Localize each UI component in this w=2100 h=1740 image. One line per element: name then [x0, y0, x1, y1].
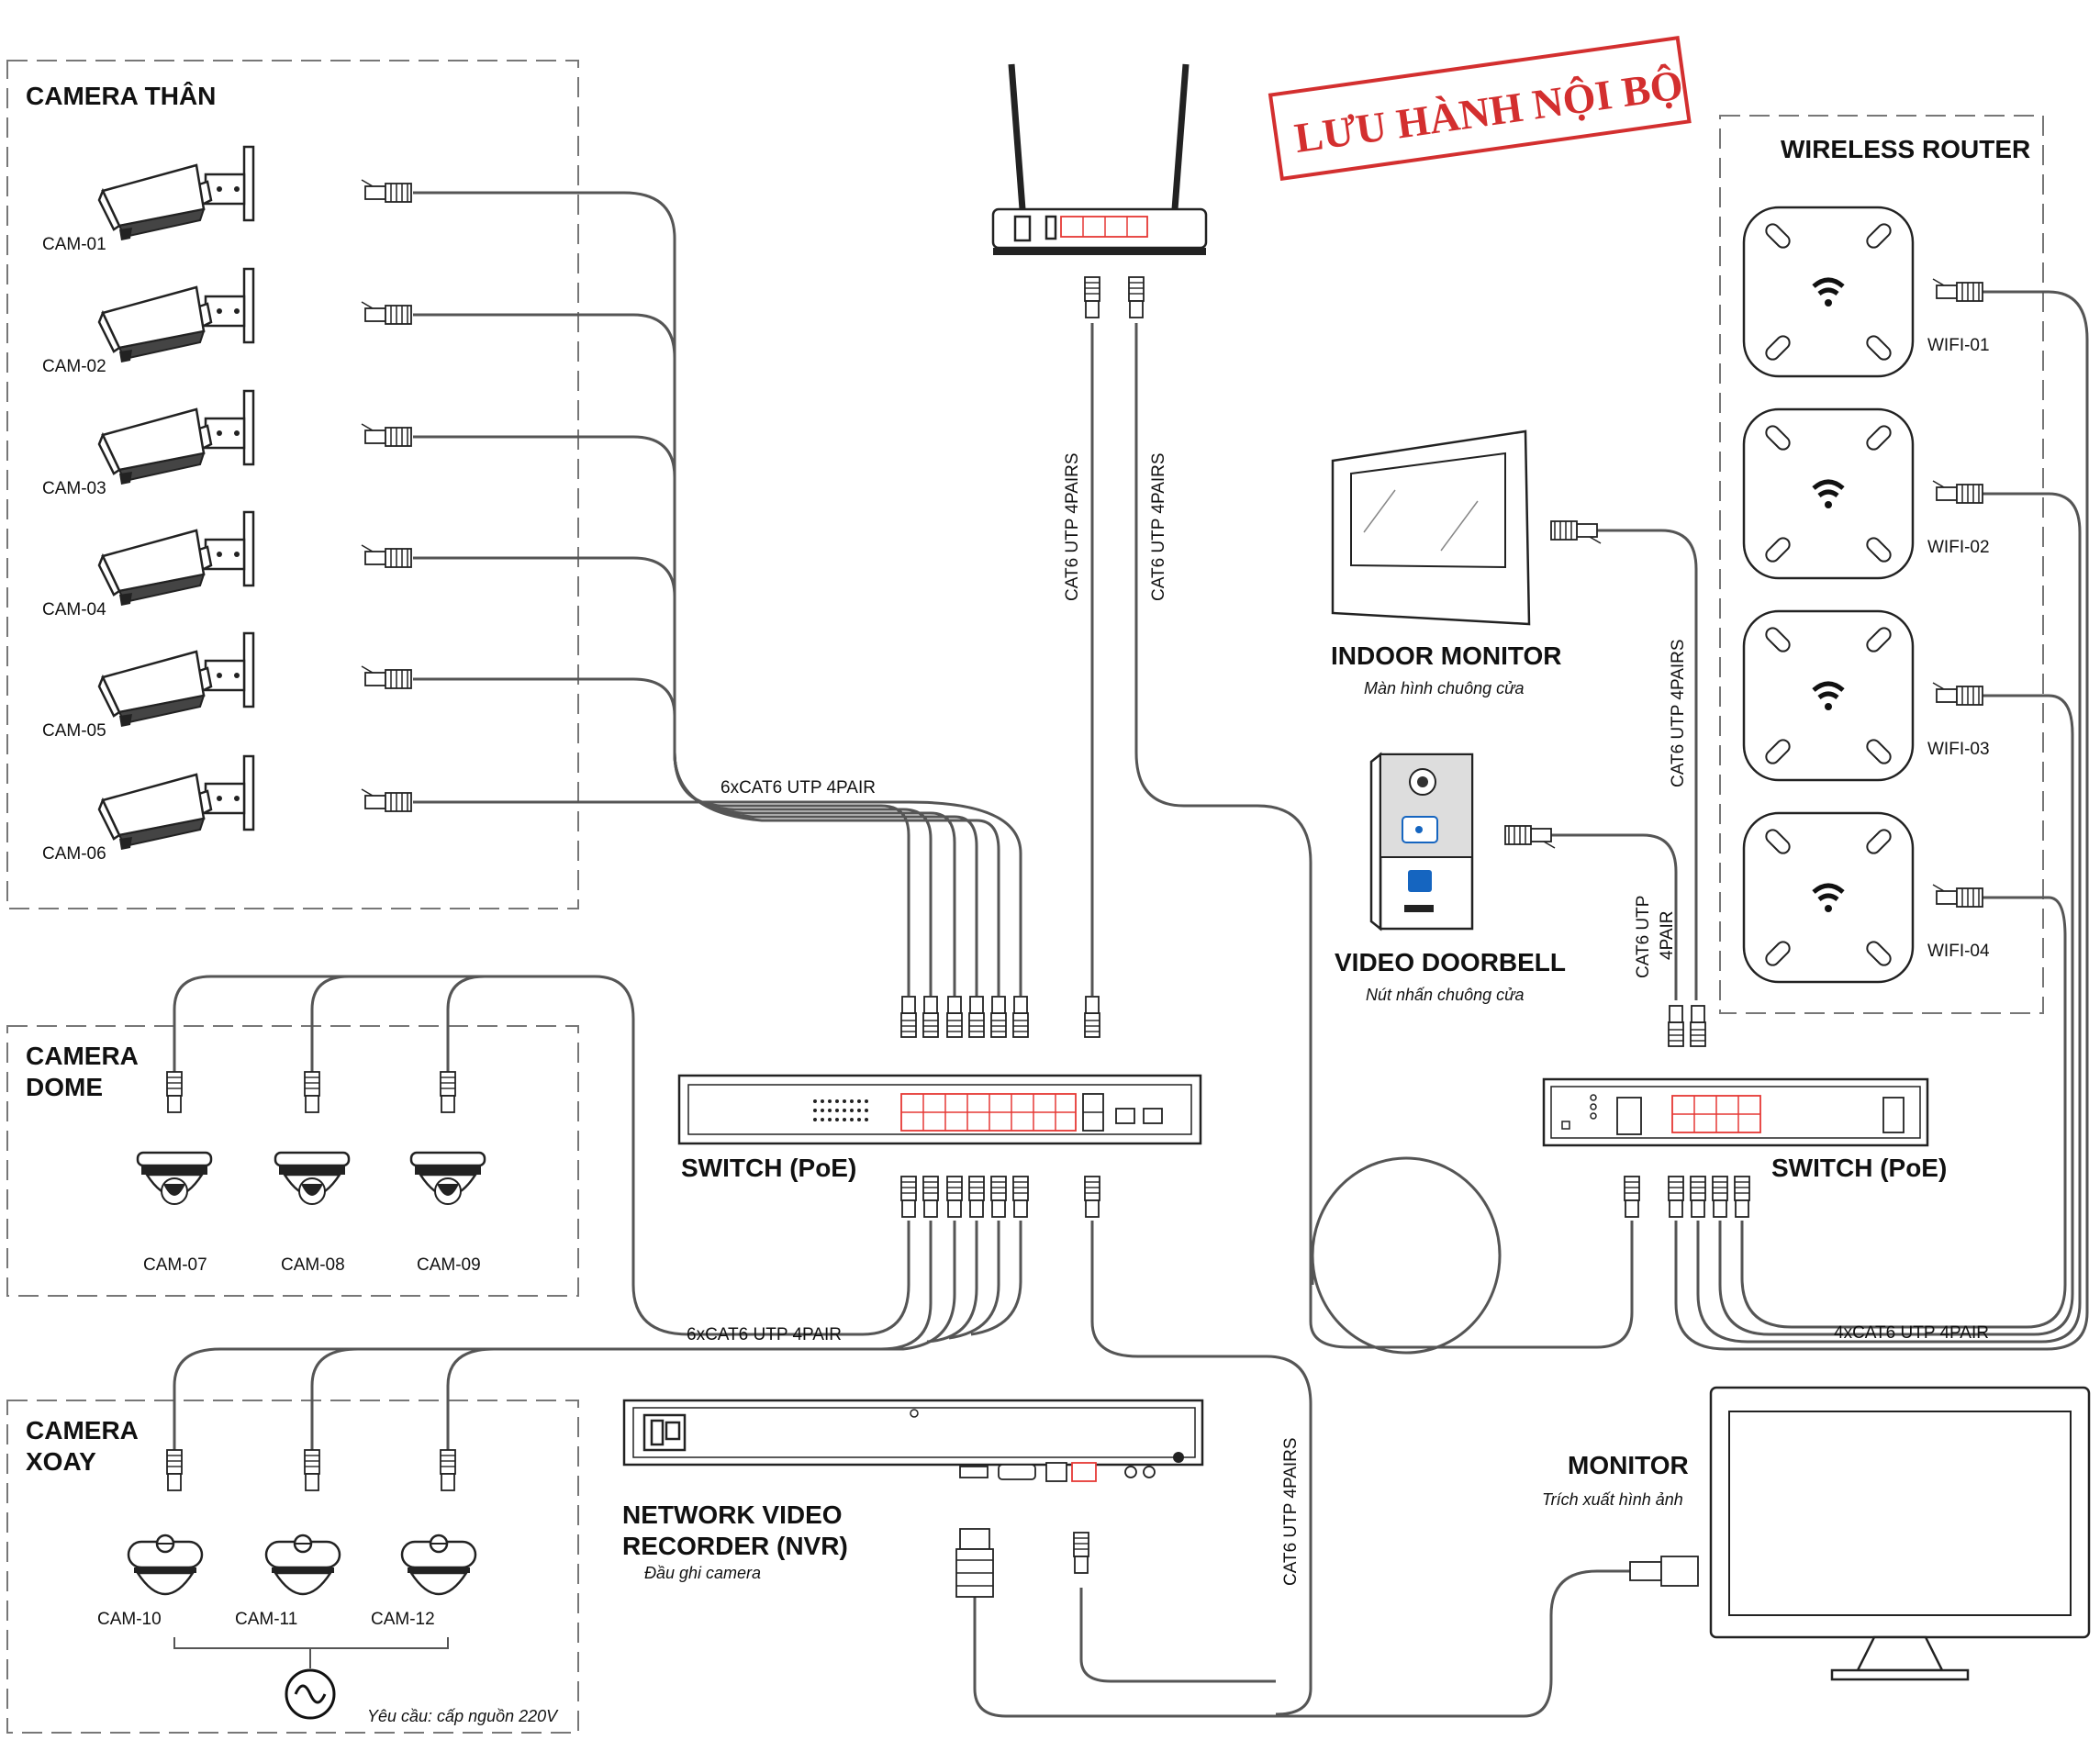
stamp-text: LƯU HÀNH NỘI BỘ [1291, 61, 1685, 162]
cable-bundle-dome-ptz [173, 975, 1022, 1450]
camera-label: CAM-07 [143, 1255, 207, 1275]
zone-ptz-camera: CAMERA XOAY [6, 1400, 579, 1734]
ptz-camera-icon [264, 1534, 341, 1596]
rj45-plug-icon [900, 1176, 1100, 1218]
rj45-plug-icon [1668, 1005, 1706, 1047]
camera-label: CAM-12 [371, 1610, 435, 1629]
wifi-label: WIFI-01 [1927, 336, 1990, 355]
zone-title-bullet: CAMERA THÂN [26, 82, 216, 110]
ac-power-icon [285, 1668, 336, 1720]
cable-bundle-bullet [413, 191, 1022, 996]
video-doorbell-sub: Nút nhấn chuông cửa [1366, 986, 1525, 1004]
hdmi-plug-icon [1629, 1556, 1699, 1587]
nvr-title-2: RECORDER (NVR) [622, 1532, 848, 1560]
right-poe-switch: SWITCH (PoE) [1542, 1005, 1947, 1218]
switch-main-title: SWITCH (PoE) [681, 1154, 856, 1182]
wifi-icon [1744, 409, 1913, 578]
ptz-camera-list: CAM-10 CAM-11 CAM-12 Yêu cầu: cấp nguồn … [97, 1449, 559, 1725]
nvr-sub: Đầu ghi camera [644, 1564, 761, 1582]
rj45-plug-icon [900, 996, 1100, 1038]
rj45-plug-icon [361, 179, 412, 812]
wifi-label: WIFI-04 [1927, 942, 1990, 961]
rj45-plug-icon [166, 1449, 456, 1491]
cable-label-bundle-bottom: 6xCAT6 UTP 4PAIR [687, 1325, 842, 1344]
zone-title-ptz-1: CAMERA [26, 1416, 139, 1444]
wifi-icon [1744, 813, 1913, 982]
dome-camera-icon [409, 1151, 486, 1206]
camera-label: CAM-09 [417, 1255, 481, 1275]
wifi-ap-list: WIFI-01 WIFI-02 WIFI-03 WIFI-04 [1744, 207, 1990, 982]
cable-label-doorbell-1: CAT6 UTP [1634, 896, 1653, 978]
camera-label: CAM-05 [42, 721, 106, 741]
cable-label-bundle-right: 4xCAT6 UTP 4PAIR [1834, 1323, 1989, 1343]
rj45-plug-icon [1932, 278, 1983, 908]
video-doorbell: VIDEO DOORBELL Nút nhấn chuông cửa [1335, 752, 1566, 1004]
rj45-plug-icon [166, 1071, 456, 1113]
camera-label: CAM-04 [42, 600, 106, 619]
cable-label-router-2: CAT6 UTP 4PAIRS [1149, 452, 1168, 601]
bullet-camera-icon [97, 510, 255, 608]
cable-coil [1311, 1156, 1502, 1355]
indoor-monitor-sub: Màn hình chuông cửa [1364, 679, 1525, 697]
main-poe-switch: SWITCH (PoE) [677, 996, 1202, 1218]
cable-label-bundle-top: 6xCAT6 UTP 4PAIR [720, 778, 876, 798]
monitor-title: MONITOR [1568, 1451, 1689, 1479]
zone-title-dome-2: DOME [26, 1073, 103, 1101]
switch-ports [900, 1093, 1163, 1132]
zone-wireless-router: WIRELESS ROUTER [1719, 115, 2044, 1014]
power-note: Yêu cầu: cấp nguồn 220V [367, 1707, 559, 1725]
camera-label: CAM-06 [42, 844, 106, 864]
dome-camera-list: CAM-07 CAM-08 CAM-09 [136, 1071, 486, 1275]
zone-title-ptz-2: XOAY [26, 1447, 96, 1476]
camera-label: CAM-10 [97, 1610, 162, 1629]
cable-label-router-1: CAT6 UTP 4PAIRS [1063, 452, 1082, 601]
camera-label: CAM-02 [42, 357, 106, 376]
cable-label-doorbell-2: 4PAIR [1658, 910, 1677, 960]
camera-label: CAM-08 [281, 1255, 345, 1275]
network-video-recorder: NETWORK VIDEO RECORDER (NVR) Đầu ghi cam… [622, 1399, 1204, 1598]
zone-title-wireless: WIRELESS ROUTER [1781, 135, 2030, 163]
bullet-camera-icon [97, 631, 255, 729]
bullet-camera-icon [97, 145, 255, 242]
wifi-icon [1744, 207, 1913, 376]
hdmi-plug-icon [955, 1528, 994, 1598]
zone-dome-camera: CAMERA DOME [6, 1025, 579, 1297]
bullet-camera-icon [97, 267, 255, 364]
cable-router-switch [1090, 323, 1634, 1349]
cable-label-nvr: CAT6 UTP 4PAIRS [1281, 1437, 1301, 1586]
monitor: MONITOR Trích xuất hình ảnh [1542, 1386, 2091, 1681]
wifi-label: WIFI-03 [1927, 740, 1990, 759]
bullet-camera-icon [97, 389, 255, 486]
dome-camera-icon [136, 1151, 213, 1206]
monitor-sub: Trích xuất hình ảnh [1542, 1490, 1683, 1509]
internal-stamp: LƯU HÀNH NỘI BỘ [1268, 35, 1692, 181]
router-icon [991, 63, 1208, 318]
rj45-plug-icon [1624, 1176, 1750, 1218]
indoor-monitor-title: INDOOR MONITOR [1331, 641, 1561, 670]
indoor-monitor: INDOOR MONITOR Màn hình chuông cửa [1331, 429, 1602, 697]
bullet-camera-icon [97, 754, 255, 852]
ptz-camera-icon [127, 1534, 204, 1596]
video-doorbell-title: VIDEO DOORBELL [1335, 948, 1566, 976]
nvr-title-1: NETWORK VIDEO [622, 1500, 843, 1529]
camera-label: CAM-01 [42, 235, 106, 254]
wifi-label: WIFI-02 [1927, 538, 1990, 557]
switch-right-title: SWITCH (PoE) [1771, 1154, 1947, 1182]
camera-label: CAM-11 [235, 1610, 297, 1629]
cable-label-indoor: CAT6 UTP 4PAIRS [1669, 639, 1688, 787]
camera-label: CAM-03 [42, 479, 106, 498]
zone-title-dome-1: CAMERA [26, 1042, 139, 1070]
dome-camera-icon [274, 1151, 351, 1206]
cable-right-side [1551, 290, 2089, 1351]
bullet-camera-list: CAM-01 CAM-02 CAM-03 CAM-04 CAM-05 CAM-0… [42, 145, 412, 864]
cable-switch-nvr [973, 1221, 1630, 1718]
wifi-icon [1744, 611, 1913, 780]
ptz-camera-icon [400, 1534, 477, 1596]
zone-bullet-camera: CAMERA THÂN [6, 60, 579, 909]
